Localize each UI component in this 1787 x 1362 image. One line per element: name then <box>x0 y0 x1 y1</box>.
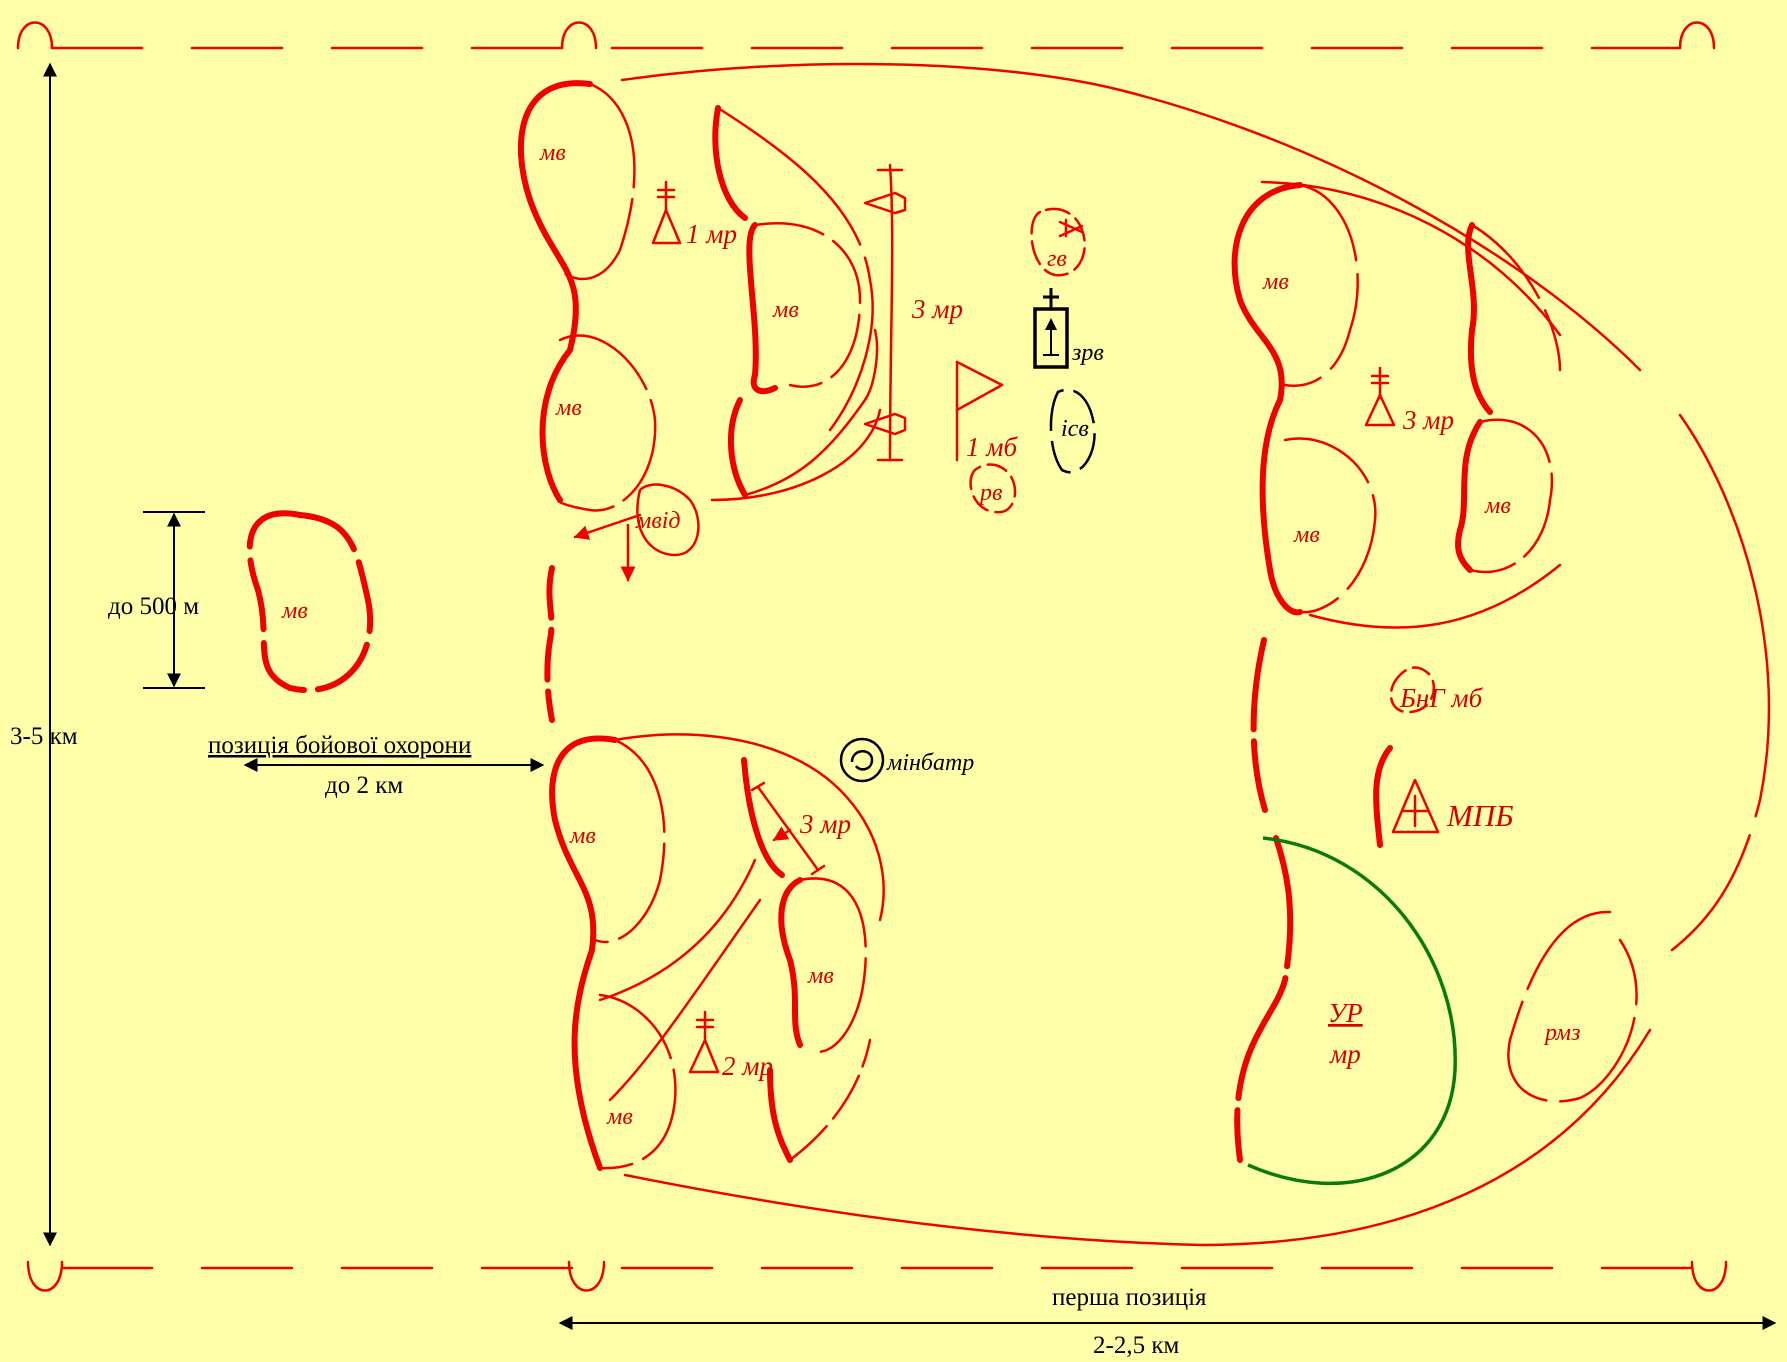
mr1-label: 1 мр <box>686 219 737 249</box>
flag-icon <box>955 360 1004 462</box>
supply-point: мвід <box>573 483 700 582</box>
ur-label: УР <box>1328 998 1363 1028</box>
company3-mv1-label: мв <box>1262 269 1289 295</box>
mvid-label: мвід <box>635 508 681 534</box>
observation-post-icon <box>1058 218 1084 238</box>
triangle-post-icon <box>1364 366 1396 427</box>
company-1: мв мв мв 1 мр <box>517 62 1642 512</box>
rmz-label: рмз <box>1543 1020 1580 1046</box>
company2-mv2-label: мв <box>807 963 834 989</box>
company1-mv2-label: мв <box>555 395 582 421</box>
mr-label: мр <box>1329 1039 1361 1069</box>
company-3: мв мв мв 3 мр <box>1231 180 1562 629</box>
mr2-label: 2 мр <box>722 1051 773 1081</box>
depth-dimension: 3-5 км <box>10 62 78 1247</box>
combat-outpost: до 500 м мв позиція бойової охорони до 2… <box>108 510 545 799</box>
mr3-top-label: 3 мр <box>911 294 963 324</box>
depth-label: 3-5 км <box>10 723 78 750</box>
triangle-post-icon <box>688 1010 720 1074</box>
triangle-post-icon <box>651 180 682 245</box>
zrv-label: зрв <box>1071 340 1104 366</box>
top-boundary <box>16 21 1716 50</box>
outpost-distance-label: до 2 км <box>325 772 403 799</box>
battalion-rear-line <box>623 1028 1652 1247</box>
outpost-position-label: позиція бойової охорони <box>208 732 471 759</box>
platoon-3-line: 3 мр <box>863 163 963 462</box>
position-width-label: 2-2,5 км <box>1093 1332 1179 1359</box>
minbatr-label: мінбатр <box>886 750 974 776</box>
mb1-label: 1 мб <box>966 432 1018 462</box>
isv-label: ісв <box>1061 416 1089 442</box>
company2-mv1-label: мв <box>569 823 596 849</box>
mpb-label: МПБ <box>1446 798 1514 833</box>
battalion-hq: 1 мб рв гв зрв ісв <box>955 207 1104 514</box>
gv-label: гв <box>1047 246 1067 272</box>
outpost-size-label: до 500 м <box>108 593 199 620</box>
company3-mv2-label: мв <box>1293 522 1320 548</box>
company1-mv3-label: мв <box>772 297 799 323</box>
rv-label: рв <box>978 480 1002 506</box>
bng-label: БнГ мб <box>1399 683 1484 713</box>
first-position-label: перша позиція <box>1052 1284 1207 1311</box>
company3-mv3-label: мв <box>1484 493 1511 519</box>
company1-mv1-label: мв <box>539 140 566 166</box>
mortar-icon <box>839 737 885 783</box>
gap-trench <box>544 565 555 723</box>
air-defence-icon <box>1033 288 1069 369</box>
outpost-mv-label: мв <box>281 598 308 624</box>
right-flank-line <box>1670 413 1771 952</box>
mr3-right-label: 3 мр <box>1402 405 1454 435</box>
mr3-mid-label: 3 мр <box>799 809 851 839</box>
company-2: мв мв мв 3 мр 2 мр <box>549 733 885 1171</box>
rear-area: БнГ мб МПБ УР мр рмз <box>1234 637 1638 1186</box>
bottom-boundary <box>26 1260 1728 1292</box>
company2-mv3-label: мв <box>606 1104 633 1130</box>
medical-cross-icon <box>1391 778 1440 834</box>
